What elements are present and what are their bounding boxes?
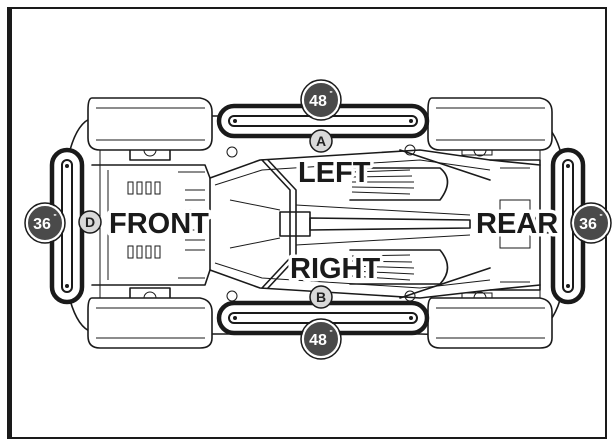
label-rear: REAR [476,208,558,240]
label-front: FRONT [109,208,209,240]
tire-rear-left [427,97,553,151]
dimension-badge-front: 36 " [24,202,66,244]
dimension-badge-left-side: 48 " [300,79,342,121]
dimension-unit-left-side: " [329,91,332,98]
point-label-d: D [85,214,95,230]
point-marker-d: D [78,210,102,234]
tire-front-right [87,297,213,349]
measure-bar-rear [550,147,586,305]
dimension-unit-rear: " [599,214,602,221]
dimension-badge-rear: 36 " [570,202,612,244]
dimension-value-front: 36 [33,216,51,233]
label-right: RIGHT [290,253,381,285]
dimension-value-left-side: 48 [309,93,327,110]
dimension-unit-right-side: " [329,330,332,337]
point-label-a: A [316,133,326,149]
measure-bar-front [49,147,85,305]
point-label-c: C [541,214,551,230]
point-marker-c: C [534,210,558,234]
label-left: LEFT [298,157,371,189]
point-marker-a: A [309,129,333,153]
point-marker-b: B [309,285,333,309]
dimension-unit-front: " [53,214,56,221]
dimension-value-right-side: 48 [309,332,327,349]
point-label-b: B [316,289,326,305]
dimension-value-rear: 36 [579,216,597,233]
dimension-badge-right-side: 48 " [300,318,342,360]
tire-front-left [87,97,213,151]
tire-rear-right [427,297,553,349]
